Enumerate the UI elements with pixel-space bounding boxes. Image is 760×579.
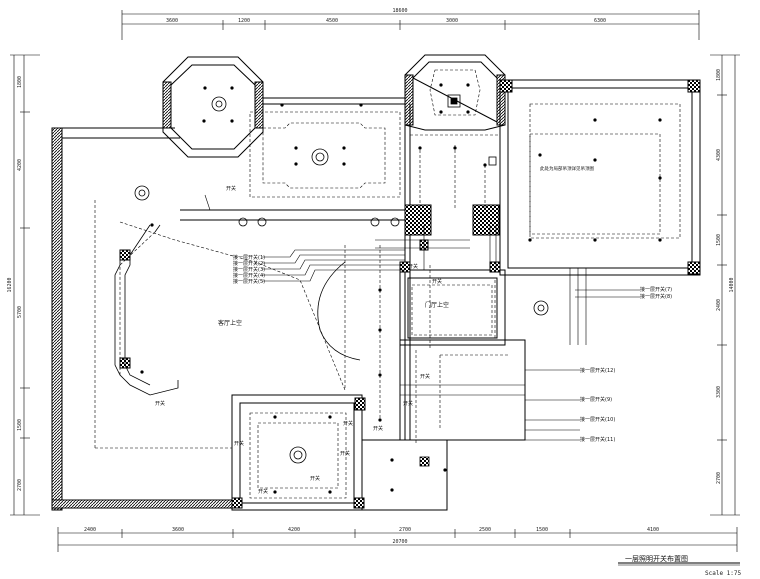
dim-left-3: 5700 bbox=[17, 306, 23, 318]
top-dimension-lines bbox=[121, 10, 700, 40]
dim-bottom-2: 3600 bbox=[172, 527, 184, 533]
dim-right-2: 4300 bbox=[716, 149, 722, 161]
small-label: 开关 bbox=[258, 488, 268, 495]
small-label: 开关 bbox=[155, 400, 165, 407]
dim-bottom-total: 20700 bbox=[392, 539, 407, 545]
switch-label: 接一层开关(1) bbox=[233, 254, 265, 261]
small-label: 开关 bbox=[310, 475, 320, 482]
dim-left-4: 1500 bbox=[17, 419, 23, 431]
dim-top-3: 4500 bbox=[326, 18, 338, 24]
bottom-dimension-lines bbox=[57, 527, 738, 552]
dim-left-total: 16200 bbox=[7, 277, 13, 292]
switch-label: 接一层开关(12) bbox=[580, 367, 615, 374]
room-label-upper-void: 门厅上空 bbox=[425, 301, 449, 309]
small-label: 开关 bbox=[343, 420, 353, 427]
small-label: 开关 bbox=[432, 278, 442, 285]
switch-label: 接一层开关(11) bbox=[580, 436, 615, 443]
dim-left-2: 4200 bbox=[17, 159, 23, 171]
dim-right-total: 14000 bbox=[729, 277, 735, 292]
drawing-scale: Scale 1:75 bbox=[705, 570, 742, 577]
switch-label: 接一层开关(5) bbox=[233, 278, 265, 285]
dim-bottom-5: 2500 bbox=[479, 527, 491, 533]
right-dimension-lines bbox=[710, 54, 740, 516]
switch-wiring bbox=[204, 194, 640, 441]
drawing-title: 一层照明开关布置图 bbox=[625, 554, 688, 563]
living-room-bay bbox=[114, 224, 179, 396]
dim-top-1: 3600 bbox=[166, 18, 178, 24]
dim-left-1: 1800 bbox=[17, 76, 23, 88]
dim-top-total: 18600 bbox=[392, 8, 407, 14]
small-label: 开关 bbox=[420, 373, 430, 380]
dim-top-4: 3000 bbox=[446, 18, 458, 24]
dim-top-2: 1200 bbox=[238, 18, 250, 24]
switch-label: 接一层开关(8) bbox=[640, 293, 672, 300]
switch-labels-left: 接一层开关(1) 接一层开关(2) 接一层开关(3) 接一层开关(4) 接一层开… bbox=[233, 254, 265, 285]
dim-bottom-3: 4200 bbox=[288, 527, 300, 533]
ceiling-outlines bbox=[94, 69, 681, 499]
dim-top-5: 6300 bbox=[594, 18, 606, 24]
switch-labels-right: 接一层开关(7) 接一层开关(8) 接一层开关(12) 接一层开关(9) 接一层… bbox=[580, 286, 672, 443]
small-label: 开关 bbox=[340, 450, 350, 457]
stair-arc bbox=[317, 261, 361, 361]
small-label: 开关 bbox=[373, 425, 383, 432]
dim-bottom-6: 1500 bbox=[536, 527, 548, 533]
dim-left-5: 2700 bbox=[17, 479, 23, 491]
dim-right-1: 1800 bbox=[716, 69, 722, 81]
downlight-dots bbox=[140, 83, 662, 494]
right-room-note: 此处为局部吊顶详见吊顶图 bbox=[540, 165, 594, 172]
ceiling-light-fixtures bbox=[134, 94, 549, 467]
small-label: 开关 bbox=[234, 440, 244, 447]
dim-right-4: 2400 bbox=[716, 299, 722, 311]
dim-right-3: 1500 bbox=[716, 234, 722, 246]
dim-bottom-7: 4100 bbox=[647, 527, 659, 533]
small-switch-labels: 开关 开关 开关 开关 开关 开关 开关 开关 开关 开关 开关 开关 bbox=[155, 185, 442, 495]
small-label: 开关 bbox=[226, 185, 236, 192]
switch-label: 接一层开关(3) bbox=[233, 266, 265, 273]
dim-bottom-4: 2700 bbox=[399, 527, 411, 533]
switch-label: 接一层开关(7) bbox=[640, 286, 672, 293]
switch-label: 接一层开关(10) bbox=[580, 416, 615, 423]
dim-right-6: 2700 bbox=[716, 472, 722, 484]
dim-bottom-1: 2400 bbox=[84, 527, 96, 533]
switch-label: 接一层开关(9) bbox=[580, 396, 612, 403]
small-label: 开关 bbox=[408, 263, 418, 270]
switch-label: 接一层开关(4) bbox=[233, 272, 265, 279]
dim-right-5: 3300 bbox=[716, 386, 722, 398]
small-label: 开关 bbox=[403, 400, 413, 407]
switch-label: 接一层开关(2) bbox=[233, 260, 265, 267]
room-label-upper-hall: 客厅上空 bbox=[218, 319, 242, 327]
left-dimension-lines bbox=[10, 54, 40, 516]
